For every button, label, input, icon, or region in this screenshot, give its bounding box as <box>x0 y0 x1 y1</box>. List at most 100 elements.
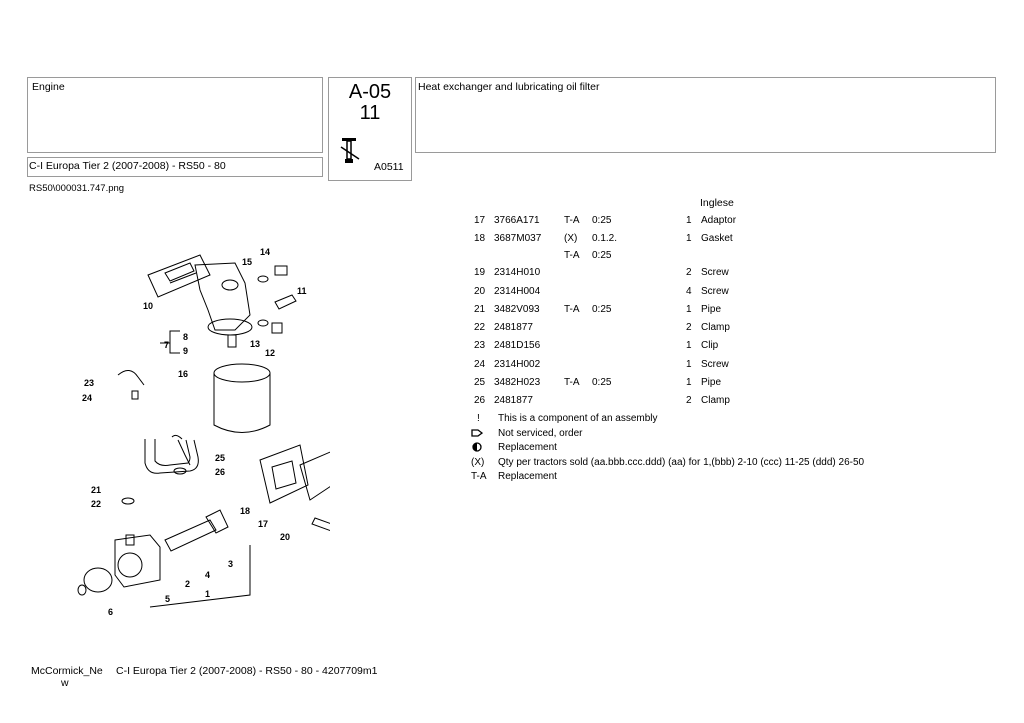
callout-label: 6 <box>108 607 113 617</box>
callout-label: 17 <box>258 519 268 529</box>
legend-symbol: (X) <box>471 457 485 468</box>
part-part: 3766A171 <box>494 215 540 226</box>
part-desc: Clamp <box>701 395 730 406</box>
group-box <box>27 77 323 153</box>
group-title: Engine <box>32 81 65 93</box>
callout-label: 18 <box>240 506 250 516</box>
exclamation-icon: ! <box>477 413 480 424</box>
part-qty: 2 <box>686 322 692 333</box>
callout-label: 23 <box>84 378 94 388</box>
parts-row: 19 2314H010 2 Screw <box>0 267 900 281</box>
section-code: A-05 <box>348 81 392 103</box>
callout-label: 3 <box>228 559 233 569</box>
part-note: T-A <box>564 377 580 388</box>
legend-text: Replacement <box>498 471 557 482</box>
part-desc: Clamp <box>701 322 730 333</box>
callout-label: 11 <box>297 286 307 296</box>
part-ref: 19 <box>474 267 486 278</box>
part-part: 2314H002 <box>494 359 541 370</box>
filter-icon <box>339 137 363 168</box>
part-qty: 1 <box>686 377 692 388</box>
part-qty: 2 <box>686 395 692 406</box>
footer-brand-cont: w <box>61 677 69 689</box>
part-ref: 24 <box>474 359 486 370</box>
callout-label: 21 <box>91 485 101 495</box>
part-qty: 1 <box>686 215 692 226</box>
code-box <box>328 77 412 181</box>
model-title: C-I Europa Tier 2 (2007-2008) - RS50 - 8… <box>29 160 226 172</box>
part-note: T-A <box>564 215 580 226</box>
part-qty: 1 <box>686 359 692 370</box>
part-serial: 0:25 <box>592 215 612 226</box>
part-ref: 20 <box>474 286 486 297</box>
part-desc: Clip <box>701 340 719 351</box>
parts-row: 24 2314H002 1 Screw <box>0 359 900 373</box>
footer-doc: C-I Europa Tier 2 (2007-2008) - RS50 - 8… <box>116 665 378 677</box>
legend-text: Qty per tractors sold (aa.bbb.ccc.ddd) (… <box>498 457 865 468</box>
callout-label: 9 <box>183 346 188 356</box>
part-ref: 26 <box>474 395 486 406</box>
part-part: 2481877 <box>494 322 533 333</box>
parts-row: 20 2314H004 4 Screw <box>0 286 900 300</box>
part-part: 2314H004 <box>494 286 541 297</box>
part-qty: 1 <box>686 233 692 244</box>
part-part: 3687M037 <box>494 233 542 244</box>
part-part: 2481D156 <box>494 340 541 351</box>
legend-text: Not serviced, order <box>498 428 583 439</box>
callout-label: 12 <box>265 348 275 358</box>
part-ref: 23 <box>474 340 486 351</box>
title-box <box>415 77 996 153</box>
parts-row: 26 2481877 2 Clamp <box>0 395 900 409</box>
parts-row: 17 3766A171 T-A 0:25 1 Adaptor <box>0 215 900 229</box>
part-serial: 0:25 <box>592 304 612 315</box>
legend-symbol: T-A <box>471 471 487 482</box>
part-ref: 22 <box>474 322 486 333</box>
callout-label: 7 <box>164 340 169 350</box>
part-note: T-A <box>564 304 580 315</box>
page-title: Heat exchanger and lubricating oil filte… <box>418 81 600 93</box>
callout-label: 13 <box>250 339 260 349</box>
part-desc: Screw <box>701 267 729 278</box>
part-serial: 0:25 <box>592 250 612 261</box>
callout-label: 15 <box>242 257 252 267</box>
callout-label: 22 <box>91 499 101 509</box>
part-desc: Gasket <box>701 233 733 244</box>
parts-row: 22 2481877 2 Clamp <box>0 322 900 336</box>
callout-label: 26 <box>215 467 225 477</box>
part-part: 2481877 <box>494 395 533 406</box>
image-filename: RS50\000031.747.png <box>29 183 125 194</box>
callout-label: 25 <box>215 453 225 463</box>
part-part: 3482V093 <box>494 304 540 315</box>
part-ref: 21 <box>474 304 486 315</box>
callout-label: 1 <box>205 589 210 599</box>
callout-label: 5 <box>165 594 170 604</box>
part-note: (X) <box>564 233 578 244</box>
part-part: 2314H010 <box>494 267 541 278</box>
legend-text: Replacement <box>498 442 557 453</box>
part-qty: 4 <box>686 286 692 297</box>
part-ref: 17 <box>474 215 486 226</box>
section-subcode: 11 <box>359 102 381 124</box>
part-serial: 0:25 <box>592 377 612 388</box>
part-ref: 25 <box>474 377 486 388</box>
model-box <box>27 157 323 177</box>
figure-code: A0511 <box>374 161 404 173</box>
callout-label: 16 <box>178 369 188 379</box>
callout-label: 14 <box>260 247 270 257</box>
part-desc: Pipe <box>701 377 722 388</box>
half-circle-icon <box>471 442 483 455</box>
part-serial: 0.1.2. <box>592 233 618 244</box>
callout-label: 20 <box>280 532 290 542</box>
legend-text: This is a component of an assembly <box>498 413 658 424</box>
callout-label: 4 <box>205 570 210 580</box>
part-desc: Pipe <box>701 304 722 315</box>
part-qty: 2 <box>686 267 692 278</box>
part-desc: Screw <box>701 286 729 297</box>
part-desc: Screw <box>701 359 729 370</box>
part-desc: Adaptor <box>701 215 737 226</box>
